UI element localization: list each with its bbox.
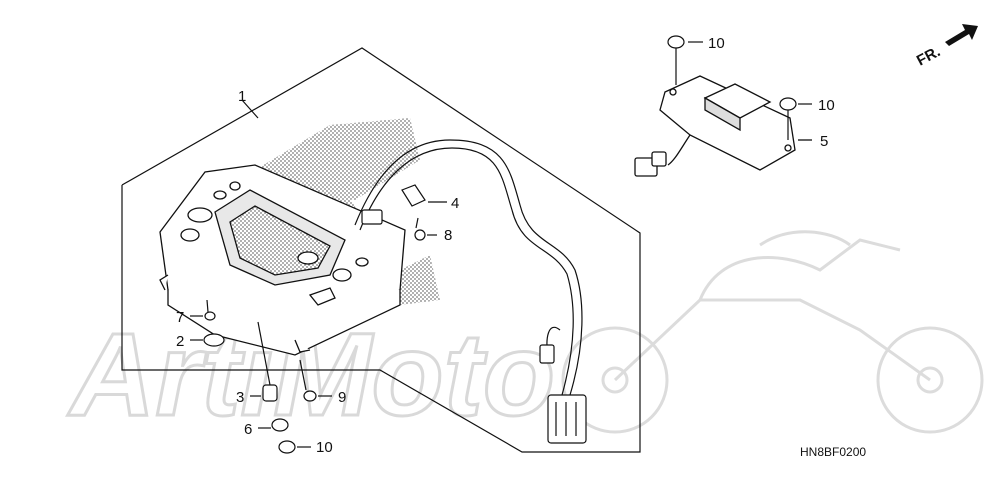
assembly-outline: [121, 47, 641, 453]
callout-9: 9: [338, 389, 346, 406]
module-part-5: [634, 75, 812, 177]
screw-part-7: [190, 299, 216, 321]
wire-harness: [354, 139, 587, 444]
cap-part-2: [190, 333, 225, 347]
callout-10-bottom: 10: [316, 439, 333, 456]
front-mark: FR.: [914, 43, 943, 69]
callout-10-top: 10: [708, 35, 725, 52]
clamp-part-4: [401, 184, 447, 207]
diagram-code: HN8BF0200: [800, 445, 866, 459]
meter-assembly: [159, 164, 406, 356]
grommet-part-3: [250, 321, 278, 402]
callout-6: 6: [244, 421, 252, 438]
callout-5: 5: [820, 133, 828, 150]
nut-part-10-right: [779, 97, 812, 140]
callout-7: 7: [176, 309, 184, 326]
watermark-motorcycle: [561, 230, 984, 434]
screw-part-9: [299, 359, 332, 402]
callout-8: 8: [444, 227, 452, 244]
callout-3: 3: [236, 389, 244, 406]
front-direction-arrow: FR.: [914, 24, 978, 70]
nut-part-10-top: [667, 35, 703, 85]
callout-1: 1: [238, 88, 246, 105]
nut-part-6: [258, 418, 289, 432]
callout-4: 4: [451, 195, 459, 212]
callout-10-right: 10: [818, 97, 835, 114]
nut-part-10-bottom: [278, 440, 311, 454]
callout-2: 2: [176, 333, 184, 350]
screw-part-8: [414, 217, 437, 241]
callout-labels: 1 2 3 4 5 6 7 8 9 10 10 10: [176, 35, 835, 456]
